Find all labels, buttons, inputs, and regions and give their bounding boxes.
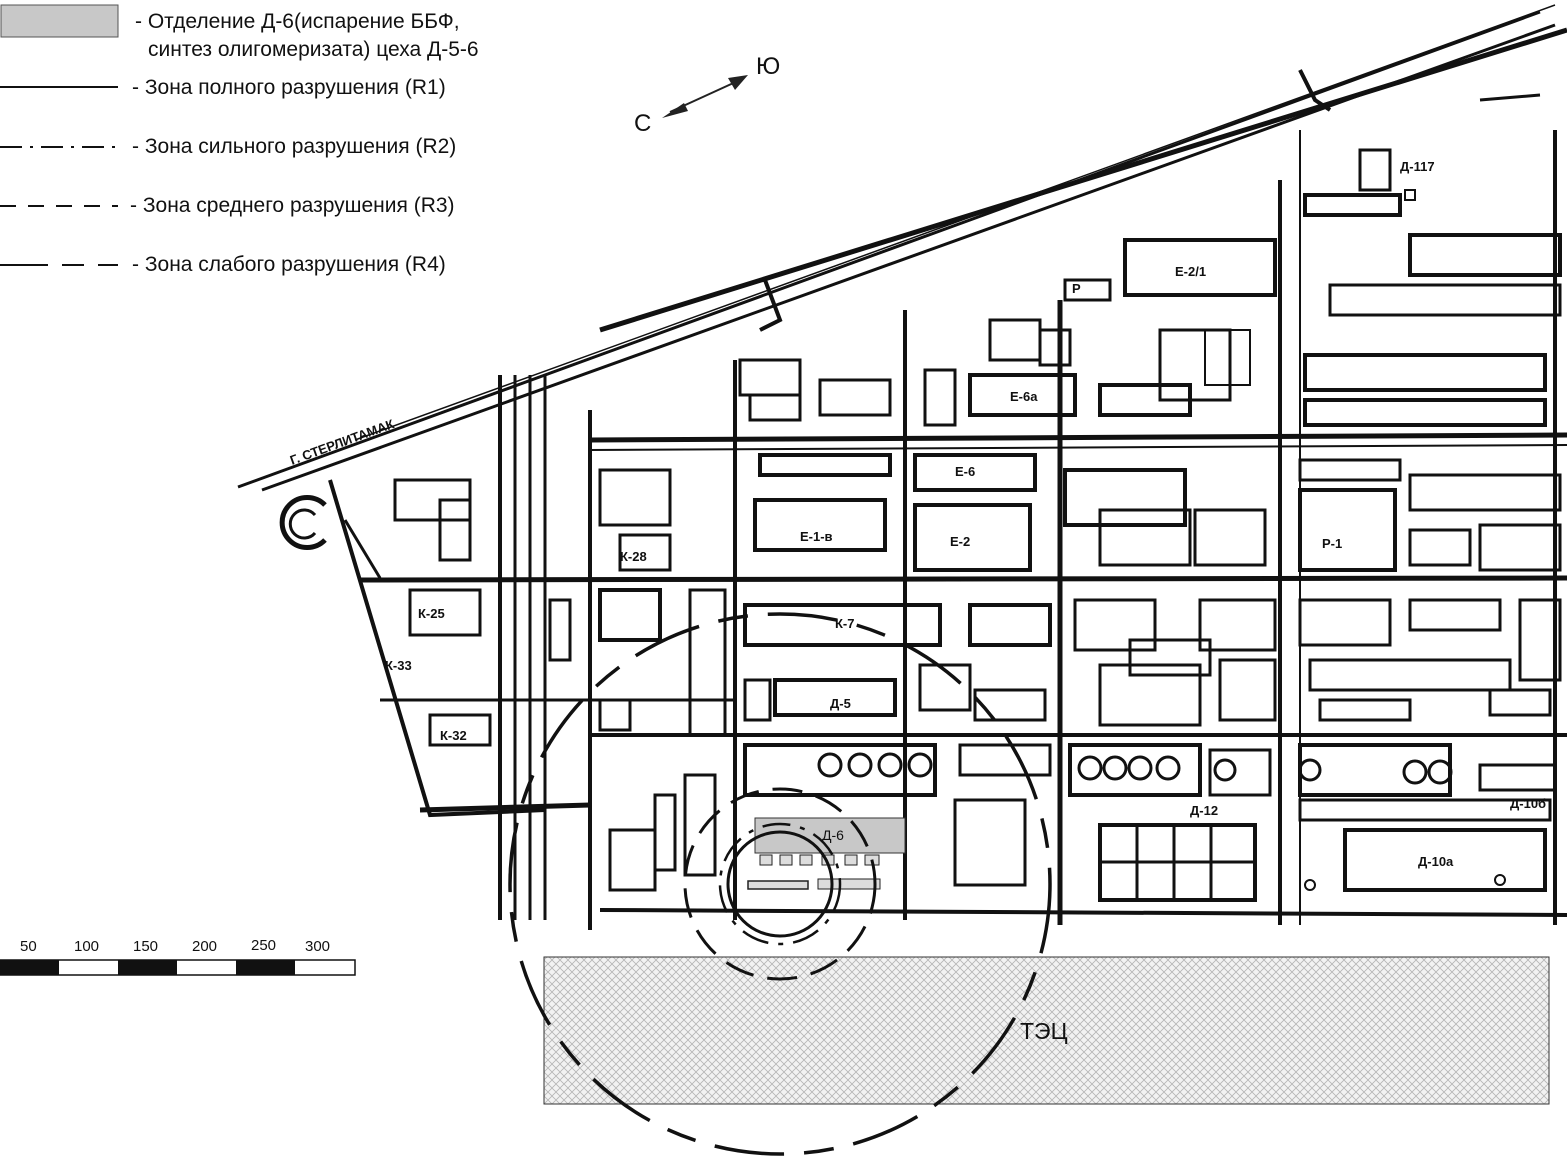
compass-arrow-head (728, 75, 748, 90)
svg-text:Е-6: Е-6 (955, 464, 975, 479)
legend-r1-text: - Зона полного разрушения (R1) (132, 76, 446, 99)
scale-tick-label: 100 (74, 938, 99, 955)
compass-north-label: С (634, 110, 651, 137)
svg-text:Д-117: Д-117 (1400, 159, 1435, 174)
zone-r4-circle (508, 612, 1052, 1156)
svg-text:Е-6а: Е-6а (1010, 389, 1038, 404)
legend-backdrop (0, 0, 590, 300)
legend-r3-text: - Зона среднего разрушения (R3) (130, 194, 455, 217)
svg-text:Е-1-в: Е-1-в (800, 529, 833, 544)
zone-r1-circle (726, 830, 834, 938)
destruction-zones (508, 612, 1052, 1156)
zone-r3-circle (683, 787, 877, 981)
svg-text:К-28: К-28 (620, 549, 647, 564)
svg-text:К-32: К-32 (440, 728, 467, 743)
scale-segment (118, 960, 177, 975)
plant-plan: Д-117 Е-2/1 Е-6а Е-6 Е-1-в Е-2 Р-1 К-7 Д… (237, 4, 1567, 930)
compass: С Ю (605, 22, 805, 142)
legend-building-text-1: - Отделение Д-6(испарение ББФ, (135, 10, 460, 33)
source-building-label: Д-6 (822, 827, 844, 843)
tec-area (543, 956, 1550, 1105)
tec-label: ТЭЦ (1020, 1018, 1068, 1044)
svg-text:Д-10б: Д-10б (1510, 796, 1546, 811)
svg-text:Д-12: Д-12 (1190, 803, 1218, 818)
svg-text:Д-5: Д-5 (830, 696, 851, 711)
scale-segment (0, 960, 59, 975)
svg-text:Д-10а: Д-10а (1418, 854, 1454, 869)
scale-tick-label: 300 (305, 938, 330, 955)
legend-r2-text: - Зона сильного разрушения (R2) (132, 135, 456, 158)
svg-text:Р: Р (1072, 281, 1081, 296)
legend-building-swatch (0, 4, 119, 38)
svg-text:Р-1: Р-1 (1322, 536, 1342, 551)
legend: - Отделение Д-6(испарение ББФ, синтез ол… (0, 4, 479, 276)
scale-segment (236, 960, 295, 975)
svg-text:Е-2/1: Е-2/1 (1175, 264, 1206, 279)
zone-r2-circle (718, 822, 842, 946)
legend-building-text-2: синтез олигомеризата) цеха Д-5-6 (148, 38, 479, 61)
compass-south-label: Ю (756, 53, 780, 80)
scale-bar: 50 100 150 200 250 300 (0, 937, 356, 976)
svg-text:Е-2: Е-2 (950, 534, 970, 549)
scale-tick-label: 200 (192, 938, 217, 955)
compass-arrow-tail (662, 103, 688, 118)
scale-tick-label: 50 (20, 938, 37, 955)
svg-text:К-33: К-33 (385, 658, 412, 673)
svg-text:К-25: К-25 (418, 606, 445, 621)
legend-r4-text: - Зона слабого разрушения (R4) (132, 253, 446, 276)
scale-tick-label: 250 (251, 937, 276, 954)
svg-text:К-7: К-7 (835, 616, 855, 631)
scale-tick-label: 150 (133, 938, 158, 955)
